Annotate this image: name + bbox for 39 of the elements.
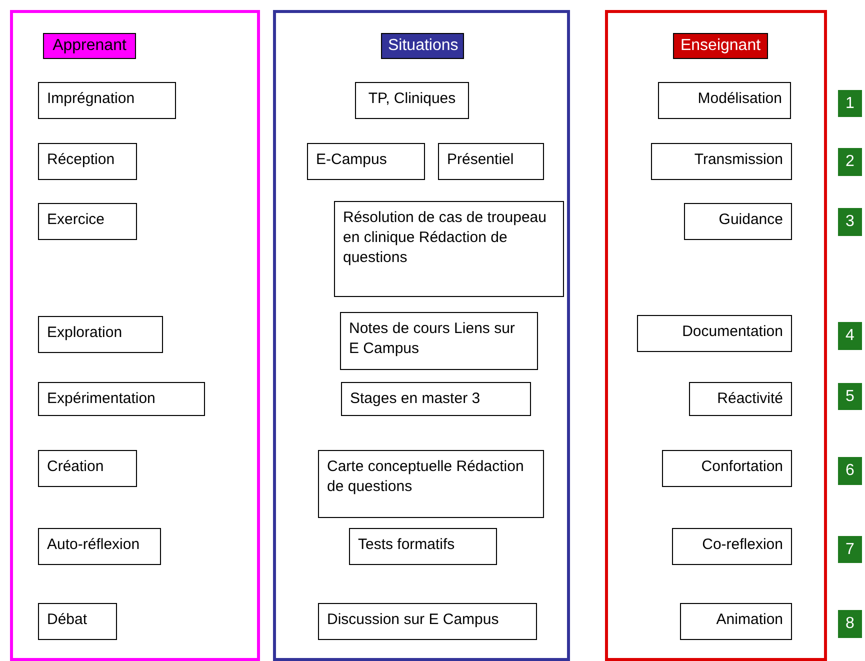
text-box: Discussion sur E Campus	[318, 603, 537, 640]
number-badge: 8	[838, 610, 862, 638]
column-panel	[605, 10, 827, 661]
text-box: Stages en master 3	[341, 382, 531, 416]
number-badge: 3	[838, 208, 862, 236]
text-box: Expérimentation	[38, 382, 205, 416]
column-heading: Situations	[381, 33, 464, 59]
column-panel	[273, 10, 570, 661]
text-box: Documentation	[637, 315, 792, 352]
text-box: Débat	[38, 603, 117, 640]
text-box: E-Campus	[307, 143, 425, 180]
text-box: Auto-réflexion	[38, 528, 161, 565]
text-box: TP, Cliniques	[355, 82, 469, 119]
number-badge: 2	[838, 148, 862, 176]
text-box: Présentiel	[438, 143, 544, 180]
column-heading: Apprenant	[43, 33, 136, 59]
text-box: Transmission	[651, 143, 792, 180]
text-box: Tests formatifs	[349, 528, 497, 565]
text-box: Carte conceptuelle Rédaction de questions	[318, 450, 544, 518]
number-badge: 7	[838, 536, 862, 563]
text-box: Exercice	[38, 203, 137, 240]
text-box: Confortation	[662, 450, 792, 487]
text-box: Animation	[680, 603, 792, 640]
text-box: Réception	[38, 143, 137, 180]
number-badge: 5	[838, 383, 862, 410]
number-badge: 4	[838, 322, 862, 350]
text-box: Imprégnation	[38, 82, 176, 119]
text-box: Notes de cours Liens sur E Campus	[340, 312, 538, 370]
text-box: Guidance	[684, 203, 792, 240]
text-box: Résolution de cas de troupeau en clinique Rédaction de questions	[334, 201, 564, 297]
column-heading: Enseignant	[673, 33, 768, 59]
number-badge: 6	[838, 457, 862, 485]
text-box: Création	[38, 450, 137, 487]
number-badge: 1	[838, 90, 862, 117]
text-box: Réactivité	[689, 382, 792, 416]
column-panel	[10, 10, 260, 661]
text-box: Modélisation	[658, 82, 791, 119]
text-box: Exploration	[38, 316, 163, 353]
text-box: Co-reflexion	[672, 528, 792, 565]
